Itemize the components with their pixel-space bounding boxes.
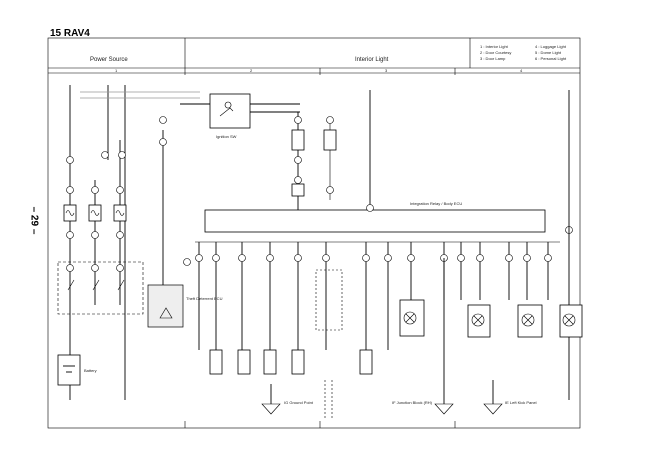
connector-icon — [505, 254, 513, 262]
battery: Battery — [57, 354, 97, 386]
switch-icon — [263, 349, 277, 375]
svg-text:Ignition SW: Ignition SW — [216, 134, 237, 139]
connector-icon — [66, 264, 74, 272]
junction-block — [57, 261, 144, 315]
ground-2-label: IF Junction Block (RH) — [392, 400, 433, 405]
svg-text:Integration Relay / Body ECU: Integration Relay / Body ECU — [410, 201, 462, 206]
switch-icon — [291, 349, 305, 375]
ground-1-label: IG Ground Point — [284, 400, 314, 405]
section-number-2: 2 — [250, 68, 253, 73]
section-number-3: 3 — [385, 68, 388, 73]
fuse-icon — [63, 204, 77, 222]
connector-icon — [407, 254, 415, 262]
connector-icon — [362, 254, 370, 262]
main-ecu: Integration Relay / Body ECU — [204, 201, 546, 233]
connector-icon — [523, 254, 531, 262]
connector-icon — [294, 254, 302, 262]
connector-icon — [118, 151, 126, 159]
fuse-icon — [88, 204, 102, 222]
section-title-interior: Interior Light — [355, 57, 389, 63]
ground-icon: IE Left Kick Panel — [483, 400, 537, 415]
switch-icon — [291, 129, 305, 151]
lamp-icon — [467, 304, 491, 338]
connector-icon — [384, 254, 392, 262]
connector-icon — [91, 186, 99, 194]
diagram-frame — [47, 37, 581, 429]
connector-icon — [116, 264, 124, 272]
section-title-power: Power Source — [90, 57, 128, 63]
connector-icon — [91, 264, 99, 272]
legend-6: 6 : Personal Light — [535, 56, 567, 61]
lamp-icon — [399, 299, 425, 337]
switch-icon — [323, 129, 337, 151]
connector-icon — [116, 186, 124, 194]
section-number-1: 1 — [115, 68, 118, 73]
connector-icon — [66, 186, 74, 194]
switch-icon — [359, 349, 373, 375]
connector-icon — [544, 254, 552, 262]
legend-2: 2 : Door Courtesy — [480, 50, 511, 55]
legend-1: 1 : Interior Light — [480, 44, 509, 49]
connector-icon — [91, 231, 99, 239]
page-header: 15 RAV4 — [50, 28, 90, 39]
switch-icon — [209, 349, 223, 375]
connector-icon — [66, 156, 74, 164]
ground-icon: IG Ground Point — [261, 400, 314, 415]
connector-icon — [66, 231, 74, 239]
svg-text:Theft Deterrent ECU: Theft Deterrent ECU — [186, 296, 223, 301]
lamp-icon — [517, 304, 543, 338]
connector-icon — [195, 254, 203, 262]
connector-icon — [322, 254, 330, 262]
ground-3-label: IE Left Kick Panel — [505, 400, 537, 405]
fuse-icon — [113, 204, 127, 222]
connector-icon — [212, 254, 220, 262]
svg-text:Battery: Battery — [84, 368, 97, 373]
diode-icon — [159, 307, 173, 319]
connector-icon — [101, 151, 109, 159]
connector-icon — [476, 254, 484, 262]
connector-icon — [116, 231, 124, 239]
legend-5: 5 : Dome Light — [535, 50, 562, 55]
connector-icon — [266, 254, 274, 262]
legend-4: 4 : Luggage Light — [535, 44, 567, 49]
theft-relay — [147, 284, 184, 328]
switch-icon — [237, 349, 251, 375]
legend-3: 3 : Door Lamp — [480, 56, 506, 61]
lamp-icon — [559, 304, 583, 338]
ignition-switch: Ignition SW — [209, 93, 251, 139]
connector-icon — [457, 254, 465, 262]
section-number-4: 4 — [520, 68, 523, 73]
connector-icon — [238, 254, 246, 262]
